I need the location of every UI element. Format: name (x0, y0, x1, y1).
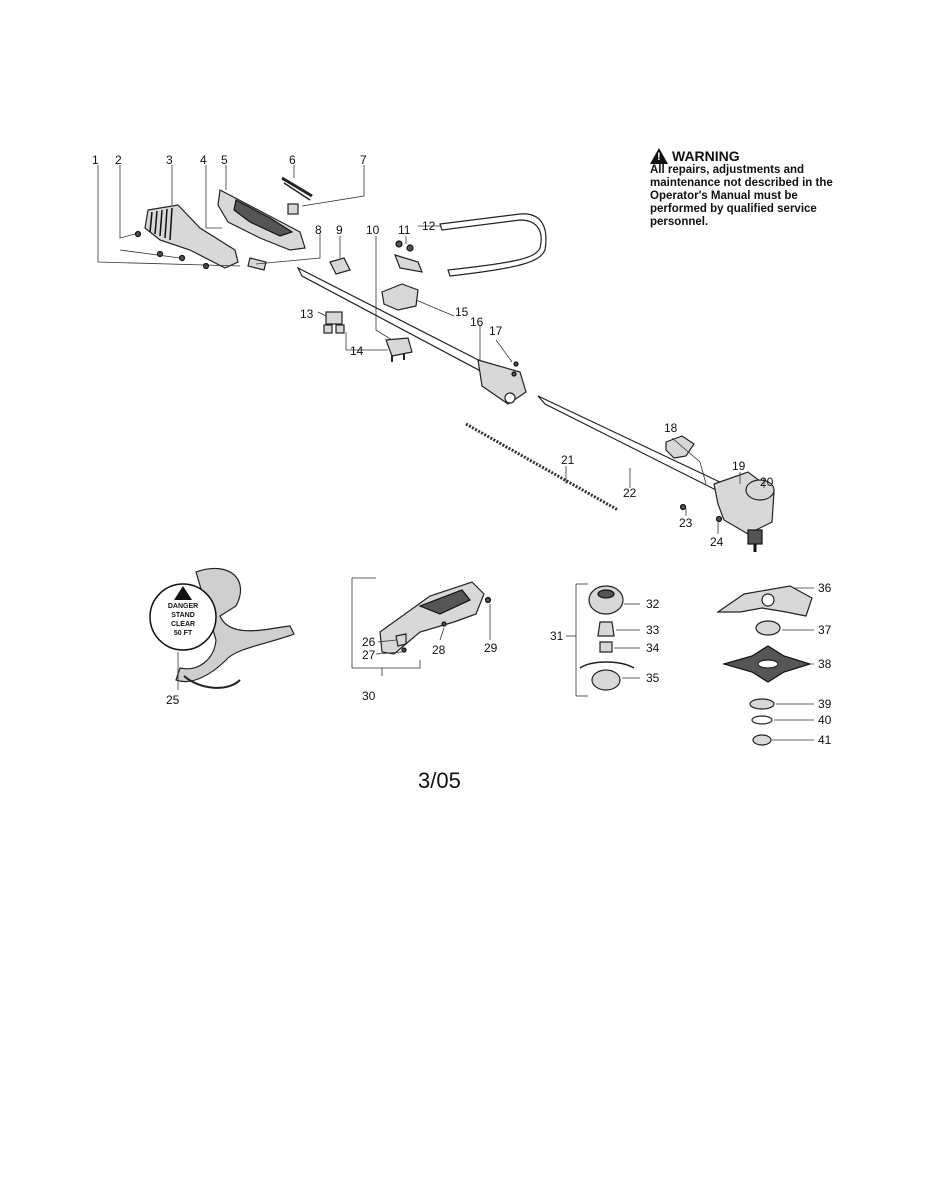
trimmer-head (566, 583, 640, 697)
callout-numbers: 1 2 3 4 5 6 7 8 9 10 11 12 13 14 15 16 1… (92, 153, 832, 747)
callout-22: 22 (623, 486, 637, 500)
callout-20: 20 (760, 475, 774, 489)
callout-34: 34 (646, 641, 660, 655)
callout-8: 8 (315, 223, 322, 237)
callout-6: 6 (289, 153, 296, 167)
callout-41: 41 (818, 733, 832, 747)
harness: DANGER STAND CLEAR 50 FT (149, 567, 295, 690)
decal-line-stand: STAND (171, 612, 195, 619)
decal-line-clear: CLEAR (171, 621, 195, 628)
callout-17: 17 (489, 324, 503, 338)
callout-36: 36 (818, 581, 832, 595)
callout-9: 9 (336, 223, 343, 237)
callout-10: 10 (366, 223, 380, 237)
page-date: 3/05 (418, 768, 461, 793)
callout-21: 21 (561, 453, 575, 467)
callout-29: 29 (484, 641, 498, 655)
callout-35: 35 (646, 671, 660, 685)
warning-title-row: ! WARNING (650, 148, 835, 164)
callout-12: 12 (422, 219, 436, 233)
warning-title: WARNING (672, 148, 740, 164)
callout-28: 28 (432, 643, 446, 657)
callout-2: 2 (115, 153, 122, 167)
callout-30: 30 (362, 689, 376, 703)
callout-23: 23 (679, 516, 693, 530)
decal-line-distance: 50 FT (174, 630, 193, 637)
callout-32: 32 (646, 597, 660, 611)
callout-39: 39 (818, 697, 832, 711)
callout-33: 33 (646, 623, 660, 637)
callout-4: 4 (200, 153, 207, 167)
callout-16: 16 (470, 315, 484, 329)
callout-37: 37 (818, 623, 832, 637)
callout-26: 26 (362, 635, 376, 649)
lower-shaft-assembly (465, 395, 775, 552)
trimmer-shield (351, 577, 492, 676)
callout-18: 18 (664, 421, 678, 435)
warning-triangle-icon: ! (650, 148, 668, 164)
callout-25: 25 (166, 693, 180, 707)
handle-assembly (97, 165, 365, 271)
callout-3: 3 (166, 153, 173, 167)
callout-27: 27 (362, 648, 376, 662)
callout-31: 31 (550, 629, 564, 643)
callout-40: 40 (818, 713, 832, 727)
callout-24: 24 (710, 535, 724, 549)
callout-1: 1 (92, 153, 99, 167)
callout-19: 19 (732, 459, 746, 473)
callout-15: 15 (455, 305, 469, 319)
decal-line-danger: DANGER (168, 603, 198, 610)
callout-14: 14 (350, 344, 364, 358)
warning-body-text: All repairs, adjustments and maintenance… (650, 164, 833, 228)
callout-11: 11 (398, 223, 411, 237)
blade-assembly (716, 585, 814, 746)
callout-7: 7 (360, 153, 367, 167)
callout-38: 38 (818, 657, 832, 671)
upper-shaft-assembly (296, 213, 547, 405)
callout-13: 13 (300, 307, 314, 321)
warning-notice: ! WARNING All repairs, adjustments and m… (650, 148, 835, 229)
callout-5: 5 (221, 153, 228, 167)
